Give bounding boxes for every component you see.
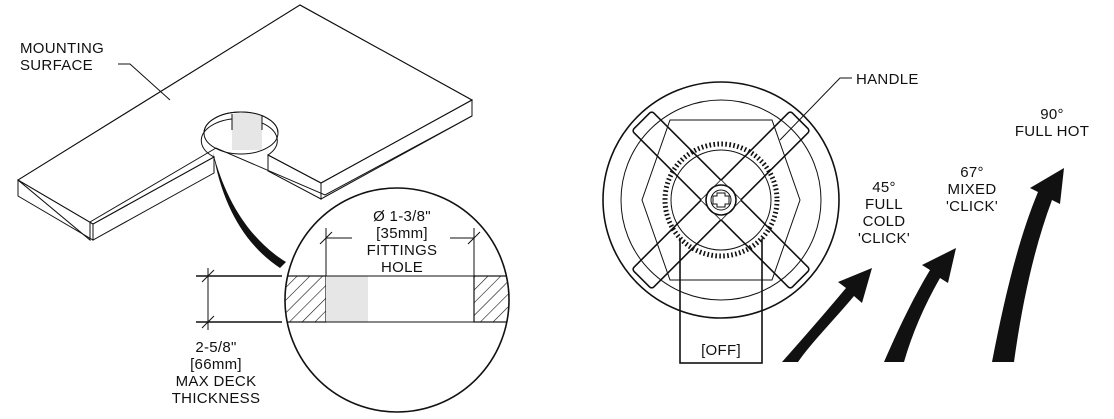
cross-handle-icon [602, 77, 852, 364]
hole-label: HOLE [381, 259, 423, 276]
pos45-angle: 45° [872, 179, 896, 196]
deck-thickness-dimension [196, 268, 282, 330]
fittings-dia-label: Ø 1-3/8" [373, 208, 431, 225]
pos67-line3: 'CLICK' [946, 198, 998, 215]
mounting-surface-label-2: SURFACE [20, 57, 93, 74]
pos90-line2: FULL HOT [1015, 123, 1089, 140]
deck-mm-label: [66mm] [190, 356, 242, 373]
phillips-screw-icon [705, 184, 737, 216]
off-label: [OFF] [701, 342, 741, 359]
handle-label: HANDLE [856, 71, 919, 88]
deck-inch-label: 2-5/8" [195, 339, 236, 356]
pos45-line3: COLD [863, 213, 906, 230]
fittings-label: FITTINGS [367, 242, 438, 259]
pos90-angle: 90° [1040, 106, 1064, 123]
pos67-line2: MIXED [947, 181, 996, 198]
fittings-mm-label: [35mm] [376, 225, 428, 242]
pos45-line2: FULL [865, 196, 903, 213]
detail-circle [284, 187, 510, 413]
mounting-surface-label-1: MOUNTING [20, 40, 104, 57]
pos45-line4: 'CLICK' [858, 230, 910, 247]
pos67-angle: 67° [960, 164, 984, 181]
thickness-label: THICKNESS [172, 390, 261, 407]
max-deck-label: MAX DECK [176, 373, 257, 390]
rotation-arrow-icon [782, 168, 1064, 362]
mounting-surface-drawing [17, 4, 474, 268]
